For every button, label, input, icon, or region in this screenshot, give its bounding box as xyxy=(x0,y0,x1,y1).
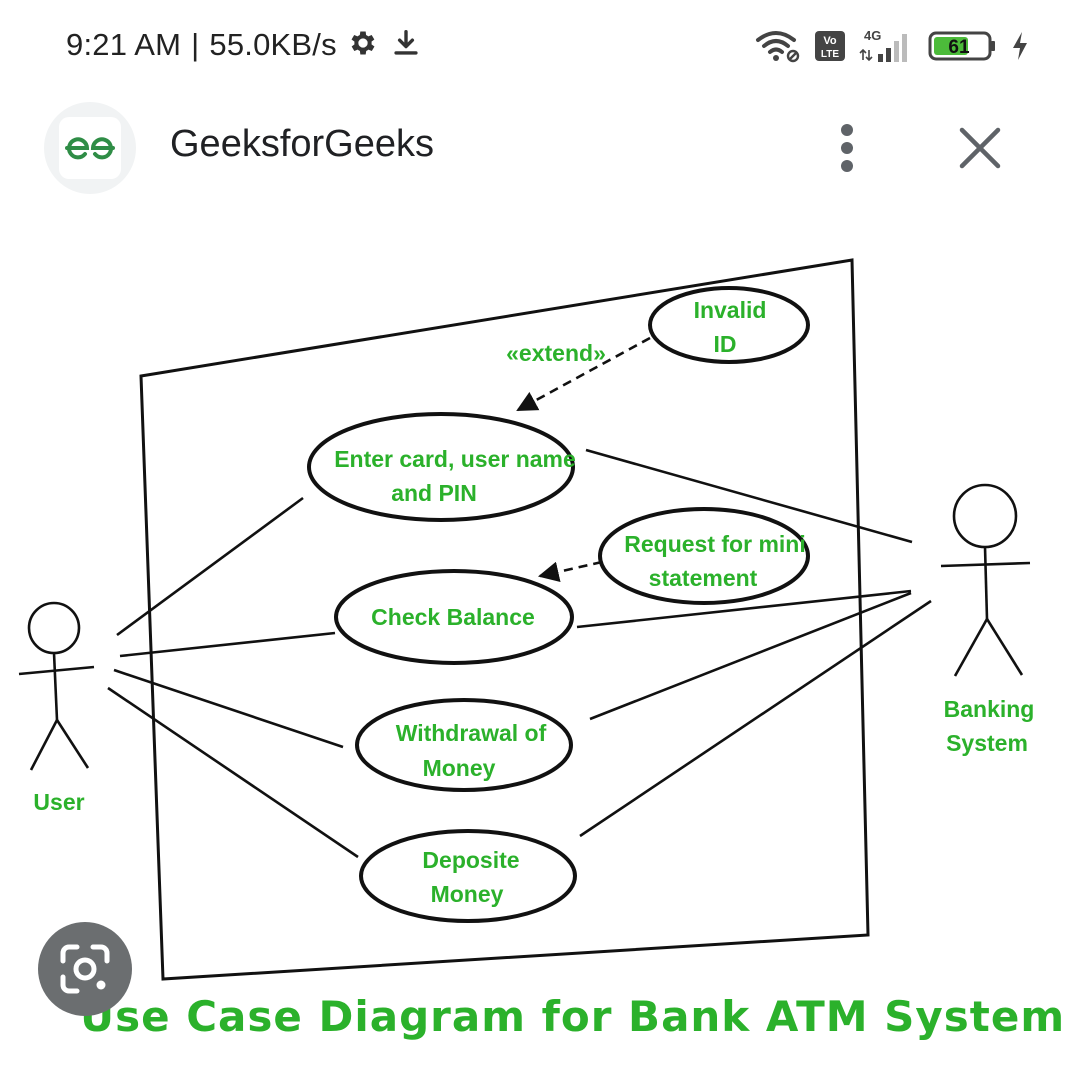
diagram-title: Use Case Diagram for Bank ATM System xyxy=(80,992,1066,1041)
status-separator: | xyxy=(191,27,200,62)
balance-label: Check Balance xyxy=(371,604,535,630)
use-case-login xyxy=(307,412,575,522)
svg-text:Vo: Vo xyxy=(823,35,837,47)
extend-label: «extend» xyxy=(506,340,606,366)
charging-icon xyxy=(1010,30,1030,66)
network-speed: 55.0KB/s xyxy=(209,27,337,62)
volte-icon: Vo LTE xyxy=(814,30,846,66)
banking-actor-label-1: Banking xyxy=(944,696,1035,722)
login-label-2: and PIN xyxy=(391,480,477,506)
mini-label-2: statement xyxy=(649,565,758,591)
invalid-label-1: Invalid xyxy=(694,297,767,323)
svg-text:LTE: LTE xyxy=(821,49,839,60)
status-bar: 9:21 AM | 55.0KB/s Vo LTE xyxy=(0,0,1080,96)
site-logo[interactable] xyxy=(44,102,136,194)
battery-icon: 61 xyxy=(928,30,998,66)
banking-system-actor xyxy=(940,483,1031,677)
use-case-invalid-id xyxy=(648,286,810,364)
gfg-logo-icon xyxy=(59,117,121,179)
extend-arrow-invalid xyxy=(516,336,651,412)
app-bar: GeeksforGeeks xyxy=(0,96,1080,206)
invalid-label-2: ID xyxy=(714,331,737,357)
user-actor xyxy=(18,601,95,771)
gear-icon xyxy=(347,27,379,63)
deposit-label-1: Deposite xyxy=(422,847,519,873)
use-case-withdrawal xyxy=(355,698,573,792)
lens-button[interactable] xyxy=(38,922,132,1016)
network-type-label: 4G xyxy=(864,28,881,43)
battery-level: 61 xyxy=(948,37,970,58)
mini-label-1: Request for mini xyxy=(624,531,805,557)
download-icon xyxy=(389,26,423,64)
use-case-diagram: «extend» Enter card, user name and PIN I… xyxy=(18,258,1035,981)
banking-actor-label-2: System xyxy=(946,730,1028,756)
use-case-deposit xyxy=(359,829,577,923)
more-options-button[interactable] xyxy=(822,118,872,178)
close-button[interactable] xyxy=(950,118,1010,178)
wifi-icon xyxy=(754,28,802,68)
google-lens-icon xyxy=(60,944,110,994)
signal-icon: 4G xyxy=(858,28,916,68)
withdraw-label-1: Withdrawal of xyxy=(396,720,547,746)
extend-arrow-mini xyxy=(537,560,603,583)
status-right: Vo LTE 4G 61 xyxy=(754,28,1030,68)
close-icon xyxy=(959,127,1001,169)
system-boundary xyxy=(139,258,870,981)
user-actor-label: User xyxy=(33,789,84,815)
deposit-label-2: Money xyxy=(431,881,504,907)
withdraw-label-2: Money xyxy=(423,755,496,781)
site-title: GeeksforGeeks xyxy=(170,123,434,165)
status-time: 9:21 AM xyxy=(66,27,182,62)
use-case-mini-statement xyxy=(598,507,810,605)
login-label-1: Enter card, user name xyxy=(334,446,576,472)
use-case-check-balance xyxy=(334,569,574,665)
more-vert-icon xyxy=(841,124,853,172)
diagram-image: «extend» Enter card, user name and PIN I… xyxy=(0,230,1080,1069)
association-lines xyxy=(107,448,932,859)
status-left: 9:21 AM | 55.0KB/s xyxy=(66,26,423,64)
